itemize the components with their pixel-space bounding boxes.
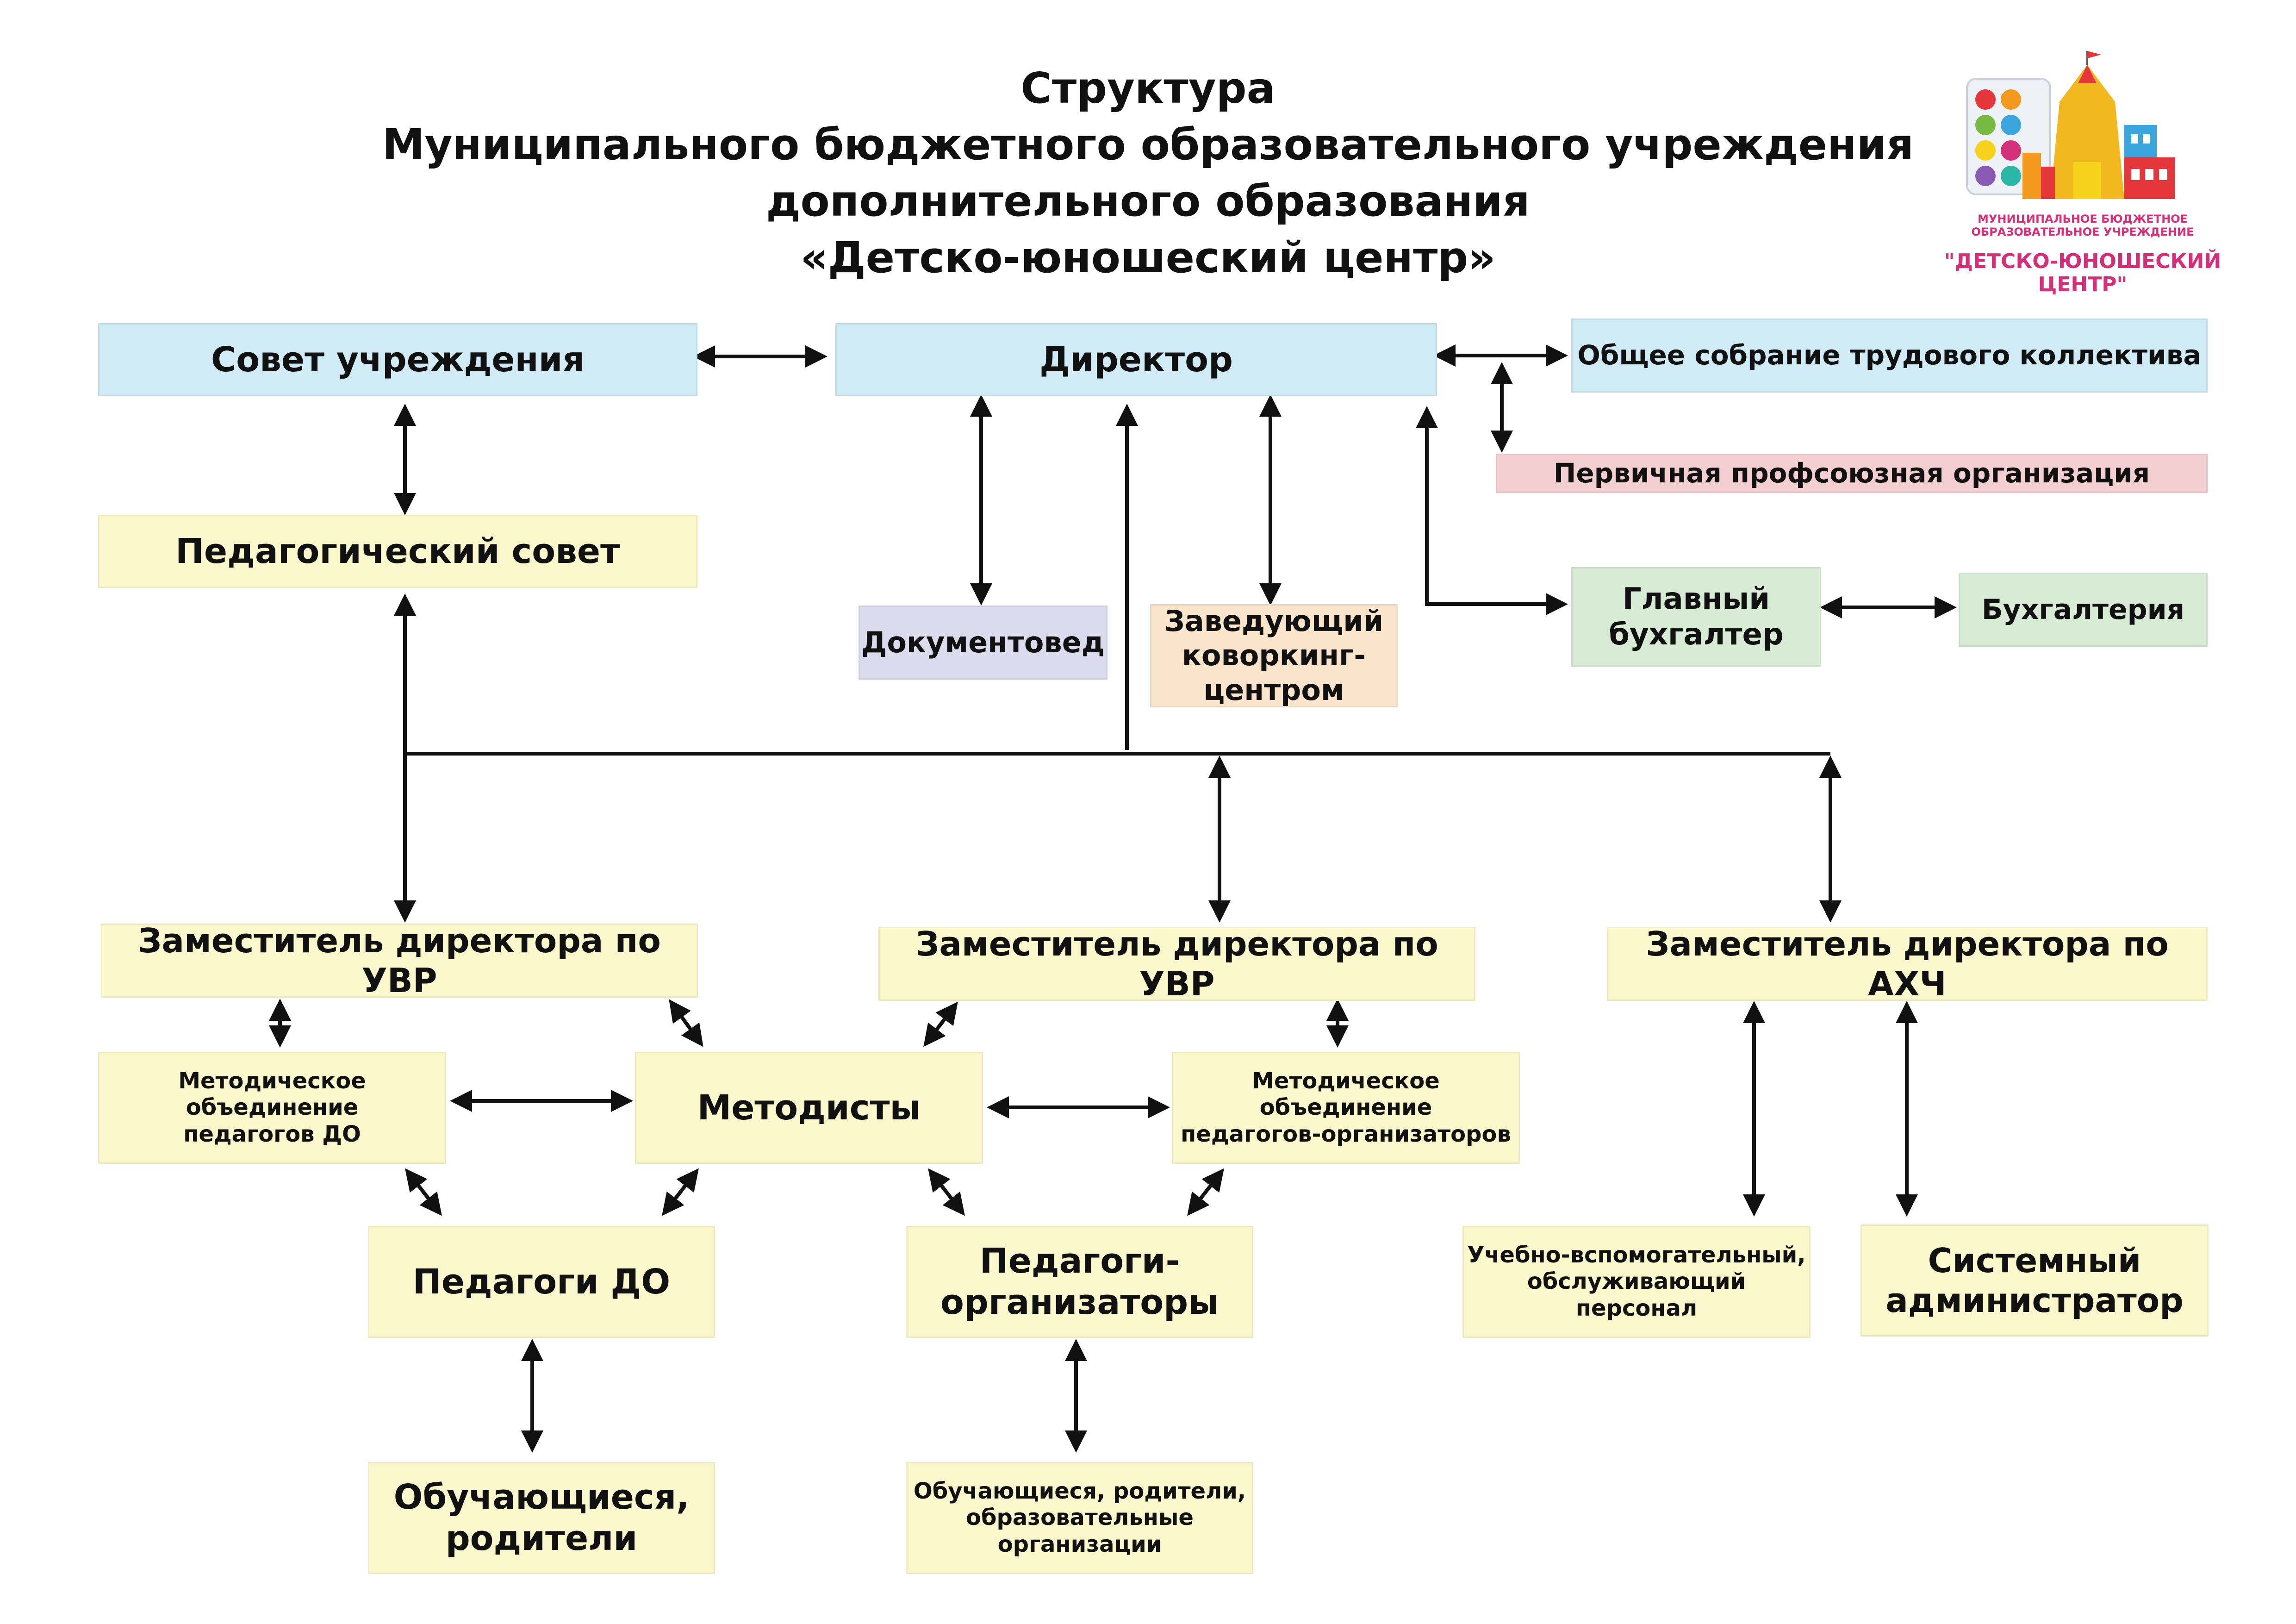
node-label: Методическое объединение педагогов ДО [178,1068,366,1147]
node-label: Методическое объединение педагогов-орган… [1181,1068,1511,1147]
node-zav-kovorking: Заведующий коворкинг- центром [1150,604,1398,707]
node-label: Заведующий коворкинг- центром [1164,604,1384,707]
connector-director-glavbuh [1416,406,1568,615]
node-profsoyuz: Первичная профсоюзная организация [1496,454,2208,493]
node-pedsovet: Педагогический совет [98,515,697,588]
title-line: Муниципального бюджетного образовательно… [382,120,1914,169]
node-label: Директор [1039,339,1233,380]
node-obuch-roditeli: Обучающиеся, родители [368,1462,715,1574]
logo-name: "ДЕТСКО-ЮНОШЕСКИЙ ЦЕНТР" [1944,250,2221,296]
node-uchebno-vspom: Учебно-вспомогательный, обслуживающий пе… [1462,1226,1811,1338]
node-label: Педагоги ДО [412,1262,671,1302]
connector-mo-do-ped-do [405,1168,442,1216]
node-mo-pedagogov-do: Методическое объединение педагогов ДО [98,1052,446,1164]
title-line: «Детско-юношеский центр» [800,233,1496,282]
node-label: Обучающиеся, родители [393,1477,690,1558]
node-metodisty: Методисты [635,1052,983,1164]
node-label: Первичная профсоюзная организация [1553,457,2150,489]
connector-zam1-metodisty [669,999,703,1047]
node-label: Общее собрание трудового коллектива [1577,339,2202,371]
node-label: Системный администратор [1885,1241,2184,1320]
connector-zam2-metodisty [923,1001,958,1047]
node-label: Документовед [861,625,1105,659]
node-label: Педагогический совет [175,531,620,571]
connector-metodisty-ped-org [928,1168,965,1216]
node-buhgalteria: Бухгалтерия [1959,573,2208,647]
node-mo-ped-org: Методическое объединение педагогов-орган… [1172,1052,1520,1164]
title-line: дополнительного образования [766,176,1530,226]
node-zam-uvr-1: Заместитель директора по УВР [101,924,698,998]
node-label: Учебно-вспомогательный, обслуживающий пе… [1467,1242,1806,1321]
node-zam-ahch: Заместитель директора по АХЧ [1607,927,2208,1001]
page-title: Структура Муниципального бюджетного обра… [0,60,2296,286]
node-dokumentoved: Документовед [859,606,1108,680]
node-zam-uvr-2: Заместитель директора по УВР [878,927,1475,1001]
node-label: Методисты [697,1087,921,1128]
node-label: Педагоги- организаторы [940,1241,1219,1322]
node-label: Заместитель директора по УВР [138,924,661,998]
node-label: Бухгалтерия [1981,593,2185,626]
node-label: Заместитель директора по АХЧ [1646,927,2169,1001]
node-glav-buh: Главный бухгалтер [1571,567,1821,667]
node-obshee-sobranie: Общее собрание трудового коллектива [1571,319,2208,393]
title-line: Структура [1020,63,1276,113]
node-sovet: Совет учреждения [98,323,697,396]
logo-caption: МУНИЦИПАЛЬНОЕ БЮДЖЕТНОЕ ОБРАЗОВАТЕЛЬНОЕ … [1921,204,2245,305]
node-label: Заместитель директора по УВР [915,927,1438,1001]
node-sys-admin: Системный администратор [1860,1224,2209,1337]
logo-icon [1966,51,2175,199]
node-label: Главный бухгалтер [1609,581,1784,652]
node-label: Совет учреждения [211,339,585,380]
node-obuch-roditeli-org: Обучающиеся, родители, образовательные о… [906,1462,1253,1574]
node-label: Обучающиеся, родители, образовательные о… [913,1478,1246,1557]
node-pedagogi-do: Педагоги ДО [368,1226,715,1338]
connector-metodisty-ped-do [662,1168,699,1216]
connector-mo-po-ped-org [1187,1168,1224,1216]
node-pedagogi-org: Педагоги- организаторы [906,1226,1253,1338]
node-director: Директор [835,323,1437,396]
logo-subtitle: МУНИЦИПАЛЬНОЕ БЮДЖЕТНОЕ ОБРАЗОВАТЕЛЬНОЕ … [1971,212,2194,238]
